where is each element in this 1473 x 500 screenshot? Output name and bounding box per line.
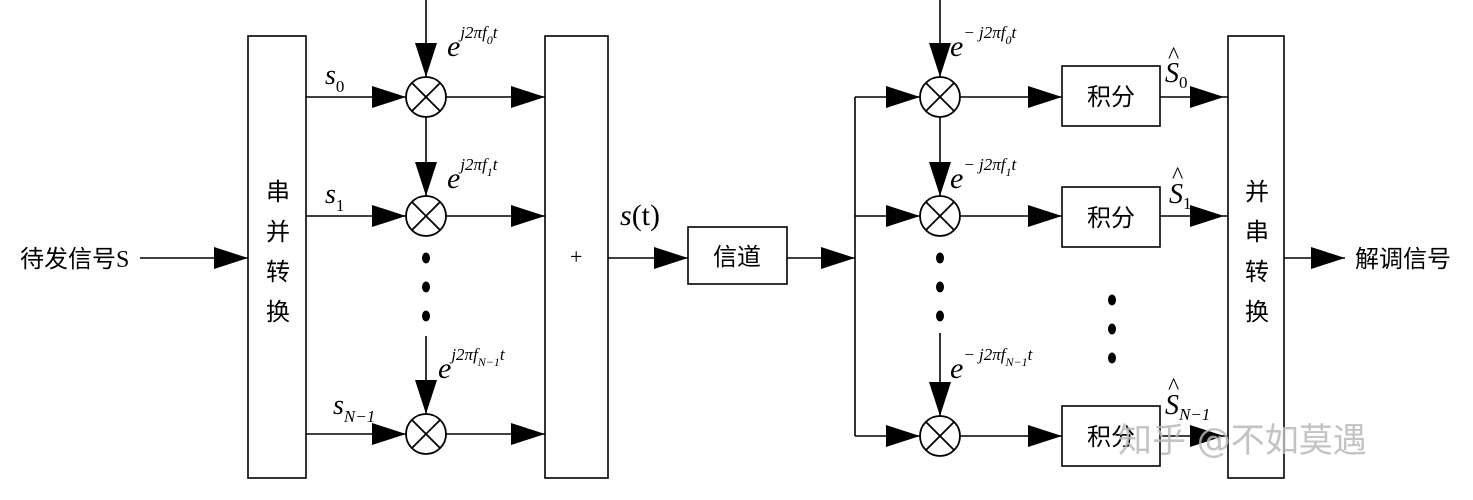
rx-carrier-1: e− j2πf1t (950, 155, 1018, 195)
tx-symbol-n-1: sN−1 (333, 390, 375, 426)
ellipsis-dot (422, 310, 430, 322)
tx-symbol-0: s0 (325, 60, 344, 96)
rx-carrier-0: e− j2πf0t (950, 23, 1018, 63)
adder-symbol: + (570, 244, 582, 269)
ellipsis-dot (1108, 294, 1116, 306)
integrator-label-1: 积分 (1087, 205, 1135, 232)
rx-estimate-1: S1 (1169, 179, 1192, 213)
adder-block (544, 35, 609, 479)
rx-estimate-0: S0 (1165, 58, 1188, 92)
tx-carrier-n-1: ej2πfN−1t (438, 345, 506, 385)
tx-mixer-0 (405, 76, 447, 118)
blocks (247, 35, 1285, 479)
integrator-label-n-1: 积分 (1087, 424, 1135, 451)
parallel-to-serial-char-0: 并 (1245, 179, 1269, 206)
channel-block (687, 226, 788, 285)
channel-label: 信道 (713, 244, 761, 271)
arrowheads (214, 43, 1345, 447)
serial-to-parallel-block (247, 35, 307, 479)
ellipsis-dot (422, 252, 430, 264)
parallel-to-serial-char-1: 串 (1245, 219, 1269, 246)
tx-carrier-1: ej2πf1t (447, 155, 499, 195)
tx-symbol-1: s1 (325, 179, 344, 215)
serial-to-parallel-char-1: 并 (266, 219, 290, 246)
rx-carrier-n-1: e− j2πfN−1t (950, 345, 1034, 385)
serial-to-parallel-char-0: 串 (266, 179, 290, 206)
rx-mixer-n-1 (919, 415, 961, 457)
integrator-block-1 (1061, 186, 1161, 248)
tx-carrier-0: ej2πf0t (447, 23, 499, 63)
integrator-label-0: 积分 (1087, 84, 1135, 111)
output-signal-label: 解调信号 (1355, 246, 1451, 273)
input-signal-label: 待发信号S (20, 246, 129, 273)
rx-estimate-0-hat: ^ (1168, 43, 1179, 69)
integrator-block-0 (1061, 65, 1161, 127)
integrator-block-n-1 (1061, 405, 1161, 467)
ellipsis-dot (1108, 352, 1116, 364)
ellipsis-dot (936, 281, 944, 293)
parallel-to-serial-char-3: 换 (1245, 299, 1269, 326)
ellipsis-dot (1108, 323, 1116, 335)
parallel-to-serial-char-2: 转 (1245, 259, 1269, 286)
ellipsis-dot (936, 252, 944, 264)
rx-estimate-1-hat: ^ (1172, 163, 1183, 189)
ellipsis-dots (422, 252, 1116, 364)
rx-mixer-0 (919, 76, 961, 118)
parallel-to-serial-block (1227, 35, 1285, 479)
rx-mixer-1 (919, 195, 961, 237)
ellipsis-dot (936, 310, 944, 322)
multipliers (405, 76, 961, 457)
watermark: 知乎 @不如莫遇 (1118, 421, 1367, 461)
rx-estimate-n-1: SN−1 (1165, 390, 1210, 424)
serial-to-parallel-char-2: 转 (266, 259, 290, 286)
ellipsis-dot (422, 281, 430, 293)
serial-to-parallel-char-3: 换 (266, 299, 290, 326)
rx-estimate-n-1-hat: ^ (1168, 374, 1179, 400)
tx-mixer-n-1 (405, 413, 447, 455)
tx-mixer-1 (405, 195, 447, 237)
sum-signal-label: s(t) (620, 199, 660, 232)
